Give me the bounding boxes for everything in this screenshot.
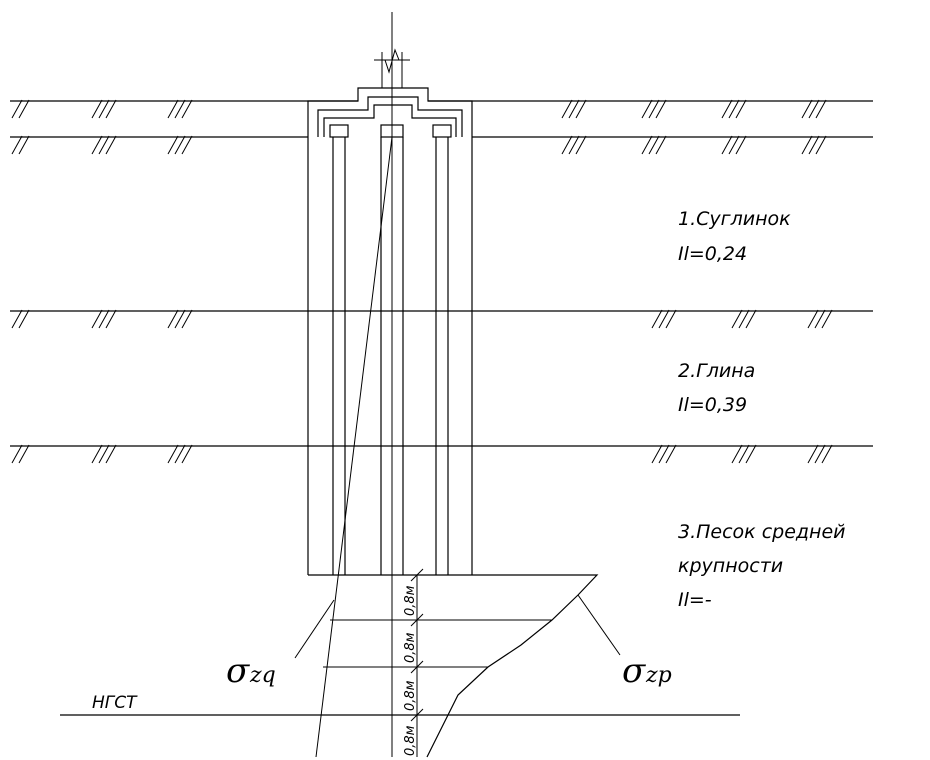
dimension-line (410, 568, 424, 757)
sublayer-dim-1: 0,8м (403, 585, 418, 616)
layer-3-il: Il=- (678, 589, 712, 611)
soil-hatching (11, 99, 833, 464)
layer-2-name: 2.Глина (678, 360, 755, 382)
sigma-zq-leader (294, 599, 335, 659)
column-break (374, 48, 410, 88)
sigma-zq-label: σ zq (226, 651, 276, 691)
sigma-zp-label: σ zp (622, 651, 672, 691)
svg-text:zp: zp (645, 663, 672, 688)
water-table-label: НГСТ (92, 693, 138, 713)
svg-text:σ: σ (226, 651, 250, 691)
ground-surface-line (10, 100, 873, 138)
pile-right (432, 124, 452, 575)
pile-left (329, 124, 349, 575)
layer-1-il: Il=0,24 (678, 243, 747, 265)
sublayer-lines (318, 619, 552, 716)
layer-1-name: 1.Суглинок (678, 208, 791, 230)
sublayer-dim-3: 0,8м (403, 680, 418, 711)
layer-2-il: Il=0,39 (678, 394, 747, 416)
sublayer-dim-4: 0,8м (403, 725, 418, 756)
pile-cap (307, 87, 473, 575)
layer-3-name-line2: крупности (678, 555, 783, 577)
sigma-zp-curve (426, 574, 599, 758)
sigma-zp-leader (577, 594, 621, 656)
svg-text:σ: σ (622, 651, 646, 691)
svg-text:zq: zq (249, 663, 276, 688)
sigma-zq-line (315, 136, 393, 758)
layer-3-name-line1: 3.Песок средней (678, 521, 845, 543)
sublayer-dim-2: 0,8м (403, 632, 418, 663)
